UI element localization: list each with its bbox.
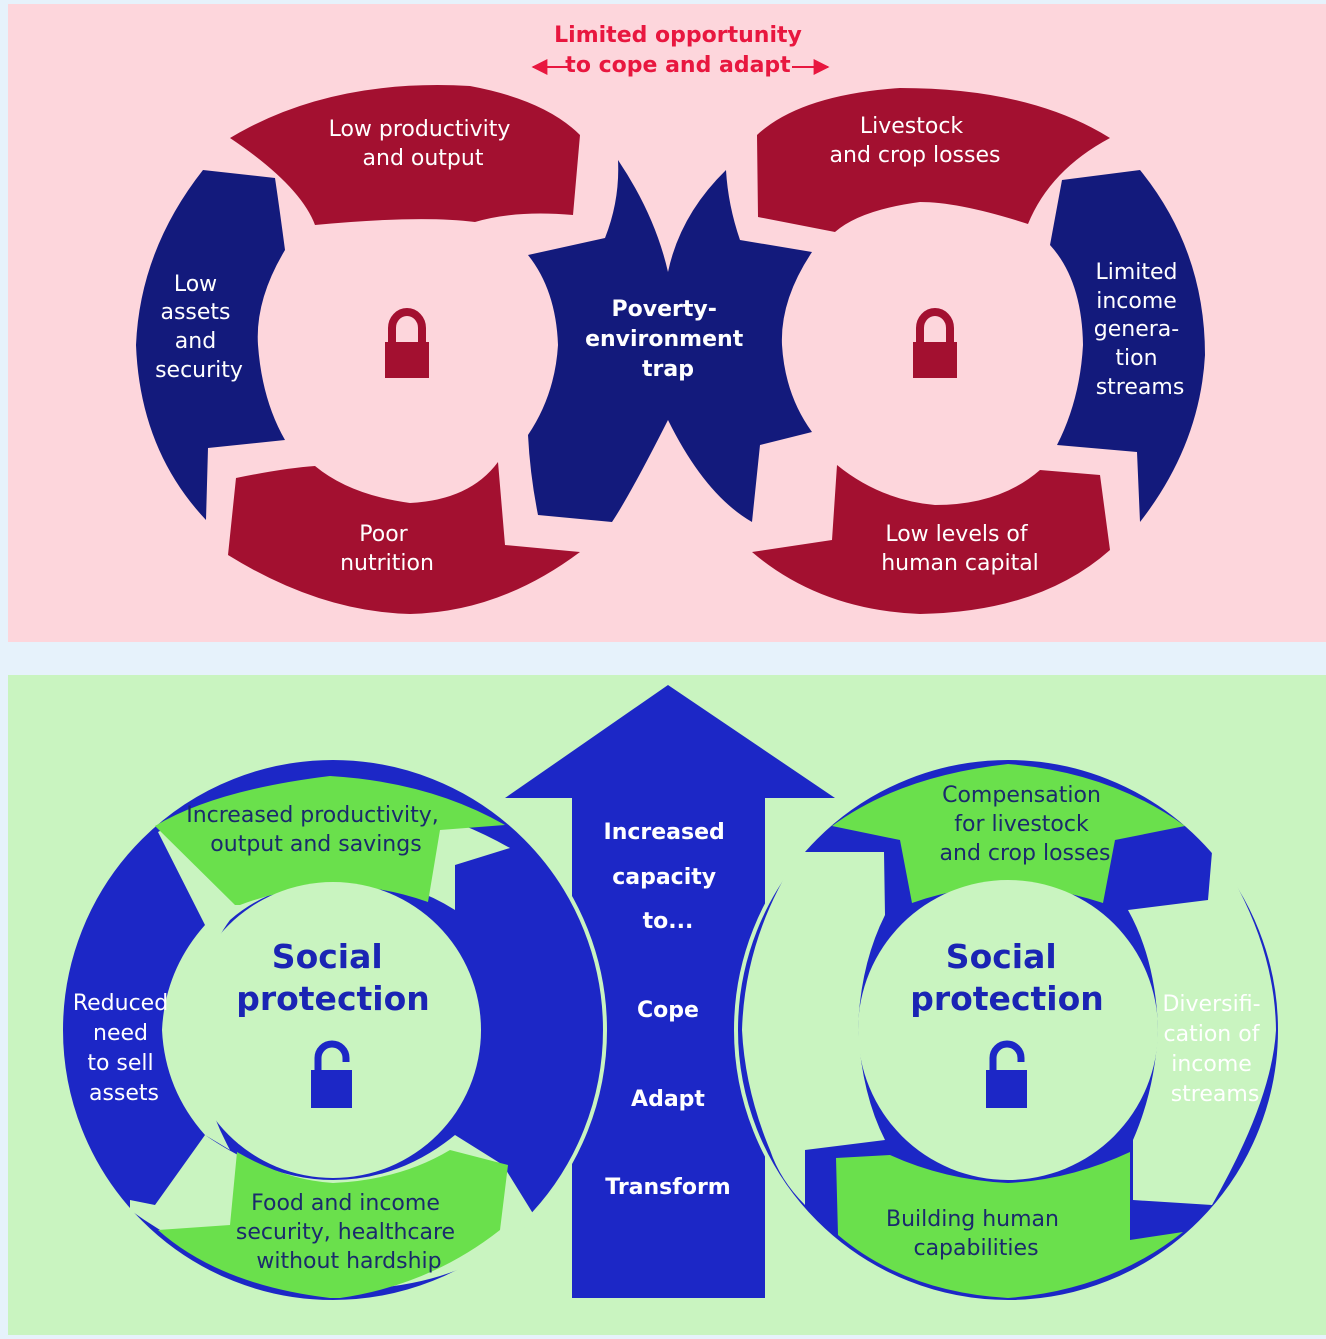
diversification-label: Diversifi- cation of income streams: [1162, 992, 1267, 1107]
header-line-2: to cope and adapt: [565, 53, 791, 78]
poverty-trap-shape: [528, 160, 812, 522]
increased-productivity-label: Increased productivity, output and savin…: [186, 803, 446, 857]
open-lock-icon-right: [986, 1040, 1027, 1108]
right-cycle-right-segment: [1050, 170, 1205, 522]
left-green-bottom-segment: [158, 1150, 508, 1298]
left-social-protection-cycle: [59, 756, 607, 1304]
left-inner-disc: [185, 882, 481, 1178]
cope-label: Cope: [637, 998, 699, 1023]
right-social-protection-cycle: [734, 756, 1282, 1304]
transform-label: Transform: [605, 1175, 731, 1200]
left-cycle-left-segment: [136, 170, 285, 520]
right-cycle-bottom-segment: [752, 465, 1110, 614]
reduced-need-label: Reduced need to sell assets: [73, 991, 175, 1106]
poverty-trap-label: Poverty- environment trap: [585, 297, 751, 382]
right-cycle-top-segment: [757, 88, 1110, 232]
limited-income-label: Limited income genera- tion streams: [1094, 260, 1186, 400]
right-social-protection-title: Social protection: [910, 937, 1104, 1018]
capacity-arrow: [505, 685, 835, 1298]
right-poverty-cycle: [752, 88, 1205, 614]
food-security-label: Food and income security, healthcare wit…: [236, 1191, 462, 1274]
building-capabilities-label: Building human capabilities: [886, 1207, 1066, 1261]
compensation-label: Compensation for livestock and crop loss…: [940, 783, 1111, 866]
left-social-protection-title: Social protection: [236, 937, 430, 1018]
low-assets-label: Low assets and security: [155, 272, 243, 383]
adapt-label: Adapt: [631, 1087, 705, 1112]
left-cycle-bottom-segment: [228, 462, 580, 614]
right-green-top-segment: [832, 764, 1185, 903]
closed-lock-icon-left: [385, 308, 429, 378]
capacity-label: Increased capacity to...: [604, 820, 733, 934]
right-inner-disc: [858, 880, 1158, 1180]
right-green-left-gap: [742, 852, 885, 1205]
human-capital-label: Low levels of human capital: [881, 522, 1039, 576]
livestock-losses-label: Livestock and crop losses: [830, 114, 1001, 168]
header-line-1: Limited opportunity: [554, 23, 802, 48]
left-poverty-cycle: [136, 85, 580, 614]
closed-lock-icon-right: [913, 308, 957, 378]
left-green-top-segment: [155, 776, 505, 905]
low-productivity-label: Low productivity and output: [329, 117, 518, 171]
poor-nutrition-label: Poor nutrition: [340, 522, 434, 576]
left-cycle-top-segment: [230, 85, 580, 225]
right-green-right-gap: [1128, 852, 1276, 1205]
right-green-bottom-segment: [836, 1152, 1183, 1298]
open-lock-icon-left: [311, 1040, 352, 1108]
